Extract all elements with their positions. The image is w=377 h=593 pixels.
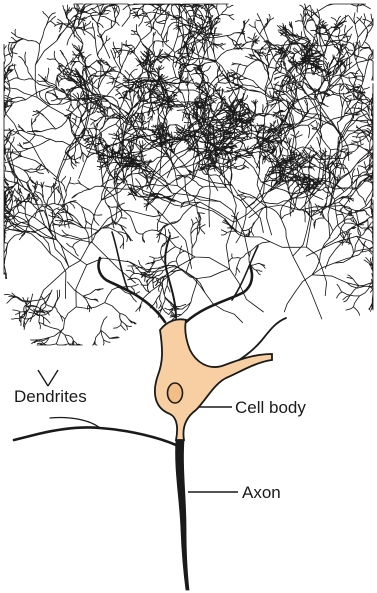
axon-collateral [14, 427, 176, 445]
label-axon: Axon [242, 483, 281, 503]
fine-dendrites [4, 4, 373, 345]
nucleus [168, 383, 183, 403]
label-cell-body: Cell body [235, 398, 306, 418]
dendritic-tree [4, 4, 373, 345]
label-dendrites: Dendrites [14, 387, 87, 407]
cell-body [155, 319, 272, 440]
leader-dendrites-b [38, 370, 48, 386]
axon [176, 440, 189, 590]
leader-dendrites-a [48, 370, 58, 386]
trunk-right [186, 266, 252, 322]
